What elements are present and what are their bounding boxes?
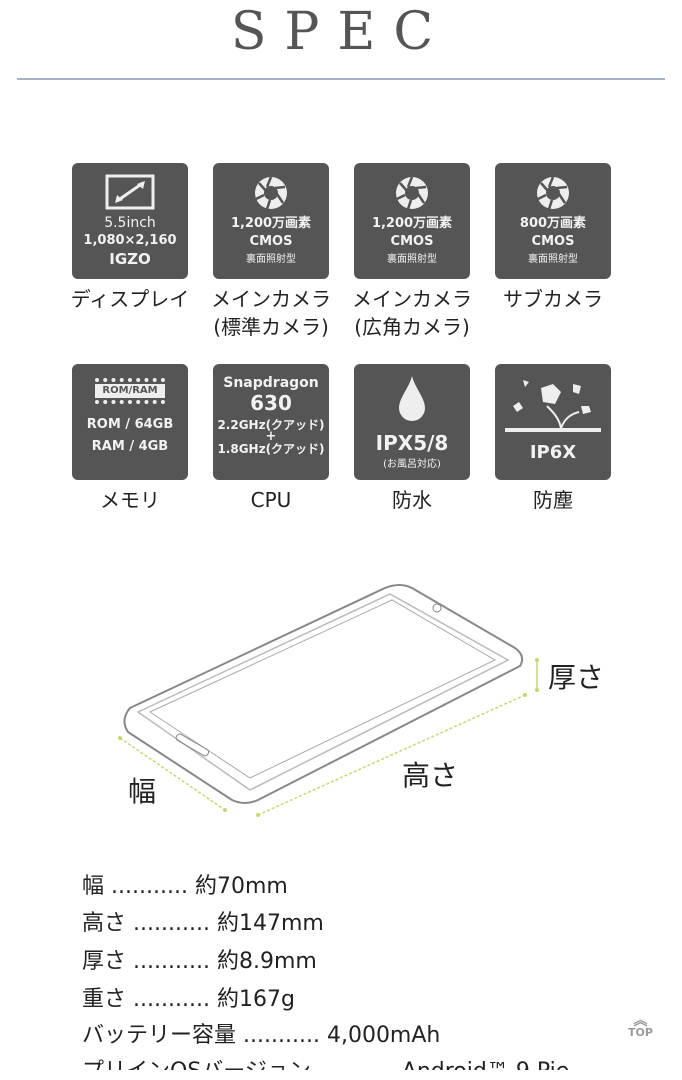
cpu-clock-2: 1.8GHz(クアッド) — [217, 442, 325, 456]
spec-label: 高さ — [82, 911, 127, 936]
spec-dots: ........... — [133, 949, 210, 974]
feature-tile-dustproof: IP6X — [495, 364, 611, 480]
spec-row-os: プリインOSバージョン ........... Android™ 9 Pie — [82, 1053, 569, 1070]
sensor-detail: 裏面照射型 — [387, 254, 437, 265]
spec-label: 重さ — [82, 987, 127, 1012]
feature-caption: 防塵 — [478, 486, 628, 514]
caption-line: メインカメラ — [211, 287, 331, 311]
caption-line: 防塵 — [533, 488, 573, 512]
phone-illustration — [118, 584, 539, 817]
ram-capacity: RAM / 4GB — [91, 439, 169, 454]
cpu-clock-1: 2.2GHz(クアッド) — [217, 418, 325, 432]
caption-line: ディスプレイ — [70, 287, 190, 311]
spec-dots: ........... — [243, 1023, 320, 1048]
camera-aperture-icon — [255, 176, 287, 210]
spec-label: プリインOSバージョン — [82, 1059, 311, 1070]
page-title: SPEC — [230, 2, 452, 62]
camera-resolution: 1,200万画素 — [230, 216, 312, 231]
camera-aperture-icon — [396, 176, 428, 210]
feature-tile-memory: ROM/RAM ROM / 64GB RAM / 4GB — [72, 364, 188, 480]
sensor-detail: 裏面照射型 — [528, 254, 578, 265]
spec-value: 4,000mAh — [326, 1023, 441, 1048]
display-resolution: 1,080×2,160 — [83, 233, 177, 248]
caption-line: CPU — [250, 488, 292, 512]
divider — [17, 78, 665, 80]
caption-line: 防水 — [392, 488, 432, 512]
feature-tile-sub-camera: 800万画素 CMOS 裏面照射型 — [495, 163, 611, 279]
feature-tile-waterproof: IPX5/8 (お風呂対応) — [354, 364, 470, 480]
caption-line: (広角カメラ) — [354, 315, 470, 339]
spec-dots: ........... — [133, 987, 210, 1012]
sensor-detail: 裏面照射型 — [246, 254, 296, 265]
display-size: 5.5inch — [104, 215, 156, 231]
cpu-name: Snapdragon — [223, 375, 319, 391]
display-icon — [105, 174, 155, 210]
double-chevron-up-icon: ︽ — [633, 1013, 648, 1029]
spec-row-thickness: 厚さ ........... 約8.9mm — [82, 943, 317, 975]
spec-dots: ........... — [111, 874, 188, 899]
height-label: 高さ — [402, 759, 459, 792]
caption-line: メインカメラ — [352, 287, 472, 311]
feature-tile-cpu: Snapdragon 630 2.2GHz(クアッド) + 1.8GHz(クアッ… — [213, 364, 329, 480]
spec-dots: ........... — [318, 1059, 395, 1070]
caption-line: メモリ — [100, 488, 160, 512]
spec-value: Android™ 9 Pie — [402, 1059, 569, 1070]
spec-value: 約70mm — [194, 874, 288, 899]
spec-row-weight: 重さ ........... 約167g — [82, 981, 295, 1013]
display-type: IGZO — [109, 250, 151, 268]
spec-value: 約167g — [216, 987, 295, 1012]
feature-tile-main-camera-wide: 1,200万画素 CMOS 裏面照射型 — [354, 163, 470, 279]
feature-tile-main-camera-standard: 1,200万画素 CMOS 裏面照射型 — [213, 163, 329, 279]
waterproof-rating: IPX5/8 — [375, 431, 449, 455]
cpu-model: 630 — [250, 391, 292, 415]
cpu-plus: + — [265, 429, 277, 444]
water-drop-icon — [399, 376, 425, 421]
feature-tile-display: 5.5inch 1,080×2,160 IGZO — [72, 163, 188, 279]
camera-aperture-icon — [537, 176, 569, 210]
sensor-type: CMOS — [531, 234, 575, 249]
dust-icon — [505, 380, 601, 432]
camera-resolution: 800万画素 — [519, 216, 587, 231]
spec-row-height: 高さ ........... 約147mm — [82, 905, 324, 937]
feature-caption: メモリ — [55, 486, 205, 514]
memory-chip-icon: ROM/RAM — [95, 378, 165, 404]
spec-value: 約8.9mm — [216, 949, 317, 974]
feature-caption: 防水 — [337, 486, 487, 514]
spec-row-width: 幅 ........... 約70mm — [82, 868, 288, 900]
back-to-top-button[interactable]: ︽ TOP — [628, 1013, 653, 1039]
spec-value: 約147mm — [216, 911, 324, 936]
waterproof-note: (お風呂対応) — [383, 459, 441, 470]
feature-caption: メインカメラ (標準カメラ) — [196, 285, 346, 341]
feature-caption: ディスプレイ — [55, 285, 205, 313]
spec-row-battery: バッテリー容量 ........... 4,000mAh — [82, 1017, 440, 1049]
caption-line: (標準カメラ) — [213, 315, 329, 339]
thickness-label: 厚さ — [548, 661, 605, 694]
height-dimension-line — [257, 694, 526, 816]
spec-label: 厚さ — [82, 949, 127, 974]
feature-caption: CPU — [196, 486, 346, 514]
rom-capacity: ROM / 64GB — [86, 417, 174, 432]
camera-resolution: 1,200万画素 — [371, 216, 453, 231]
memory-chip-label: ROM/RAM — [95, 384, 165, 398]
sensor-type: CMOS — [390, 234, 434, 249]
feature-caption: メインカメラ (広角カメラ) — [337, 285, 487, 341]
dustproof-rating: IP6X — [529, 442, 577, 463]
sensor-type: CMOS — [249, 234, 293, 249]
spec-dots: ........... — [133, 911, 210, 936]
width-label: 幅 — [128, 775, 157, 808]
spec-label: 幅 — [82, 874, 105, 899]
spec-label: バッテリー容量 — [82, 1023, 237, 1048]
width-dimension-line — [119, 737, 226, 811]
top-label: TOP — [628, 1026, 653, 1039]
feature-caption: サブカメラ — [478, 285, 628, 313]
caption-line: サブカメラ — [503, 287, 603, 311]
